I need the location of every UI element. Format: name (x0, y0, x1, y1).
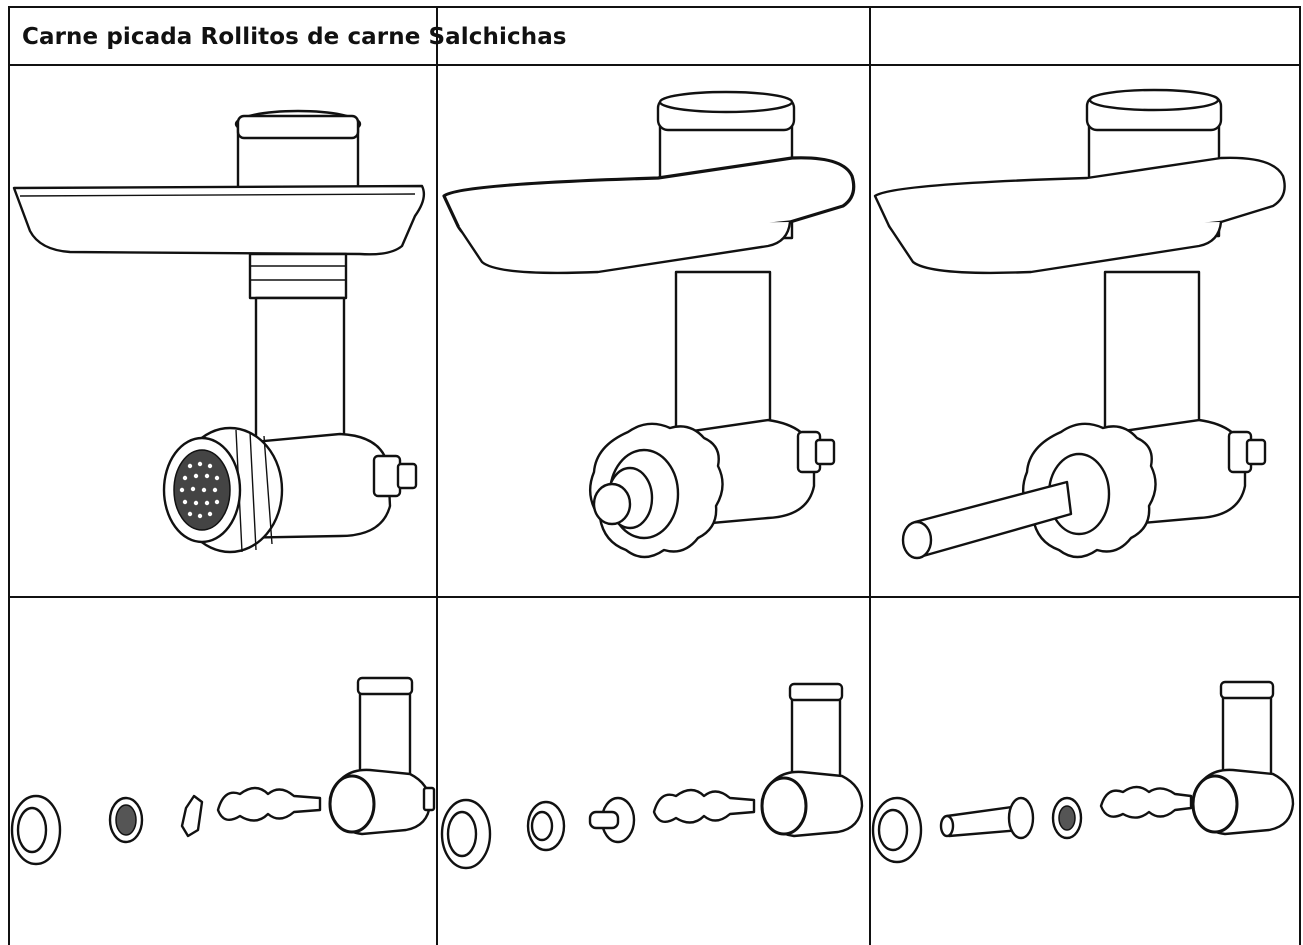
table-row-divider-header (8, 64, 1301, 66)
exploded-mince-cell (10, 598, 436, 945)
table-border-left (8, 6, 10, 945)
assembled-kibbeh-cell (438, 66, 869, 596)
exploded-sausage-cell (871, 598, 1299, 945)
meat-grinder-exploded-sausage-icon (871, 680, 1295, 864)
meat-grinder-exploded-mince-icon (10, 676, 436, 866)
table-row-divider-middle (8, 596, 1301, 598)
table-col-divider-2 (869, 6, 871, 945)
assembled-sausage-cell (871, 66, 1299, 596)
table-border-top (8, 6, 1301, 8)
table-border-right (1299, 6, 1301, 945)
exploded-kibbeh-cell (438, 598, 869, 945)
table-header-title: Carne picada Rollitos de carne Salchicha… (22, 24, 567, 50)
meat-grinder-assembled-kibbeh-icon (442, 90, 856, 559)
meat-grinder-assembled-sausage-icon (873, 88, 1286, 560)
meat-grinder-exploded-kibbeh-icon (440, 682, 864, 870)
meat-grinder-assembled-mince-icon (12, 109, 426, 554)
table-col-divider-1 (436, 6, 438, 945)
assembled-mince-cell (10, 66, 436, 596)
